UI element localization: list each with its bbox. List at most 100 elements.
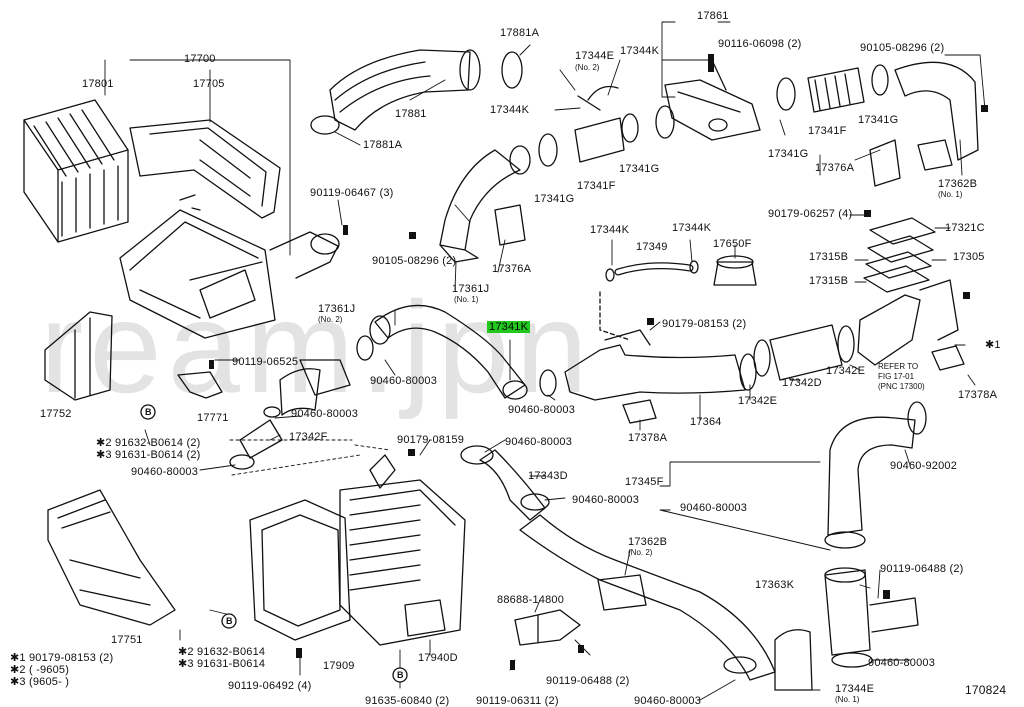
- label-17752: 17752: [40, 408, 72, 420]
- label-90179-08153: 90179-08153 (2): [662, 318, 747, 330]
- label-17344k-a: 17344K: [590, 224, 630, 236]
- elbow-17345f: [824, 401, 927, 668]
- label-90119-06467: 90119-06467 (3): [310, 187, 394, 199]
- label-90460-f: 90460-80003: [572, 494, 640, 506]
- label-17341k[interactable]: 17341K: [487, 321, 531, 333]
- hose-17342d: [753, 279, 959, 381]
- diagram-id: 170824: [965, 683, 1007, 697]
- label-17378a: 17378A: [628, 432, 668, 444]
- label-17344k-mid: 17344K: [490, 104, 530, 116]
- label-17344k-b: 17344K: [672, 222, 712, 234]
- label-90460-g: 90460-80003: [680, 502, 748, 514]
- bracket-17771-shape: [177, 371, 223, 399]
- label-91635: 91635-60840 (2): [365, 695, 450, 707]
- label-17344e-bottom: 17344E: [835, 683, 875, 695]
- label-17315b-a: 17315B: [809, 251, 849, 263]
- note-star2: ✱2 ( -9605): [10, 664, 70, 676]
- watermark: ream.jpn: [40, 274, 594, 420]
- duct-17751: [47, 489, 176, 626]
- label-17378a-right: 17378A: [958, 389, 998, 401]
- air-filter-element: [23, 99, 129, 243]
- label-17305: 17305: [953, 251, 985, 263]
- label-17363k: 17363K: [755, 579, 795, 591]
- b-markers: [140, 404, 408, 683]
- hose-17349: [605, 255, 757, 286]
- label-refer-3: (PNC 17300): [878, 382, 925, 391]
- pipe-17362b-no2: [460, 445, 776, 681]
- label-17700: 17700: [184, 53, 216, 65]
- note-star3: ✱3 (9605- ): [10, 676, 70, 688]
- highlight-17341k[interactable]: 17341K: [487, 321, 531, 333]
- label-17861: 17861: [697, 10, 729, 22]
- label-17362b-sub: (No. 1): [938, 190, 963, 199]
- leader-lines: [104, 21, 986, 701]
- label-90105-mid: 90105-08296 (2): [372, 255, 457, 267]
- hose-17342f: [229, 359, 351, 470]
- label-17315b-b: 17315B: [809, 275, 849, 287]
- label-17344e-top: 17344E: [575, 50, 615, 62]
- label-17341g-c: 17341G: [768, 148, 809, 160]
- label-90119-06488: 90119-06488 (2): [546, 675, 630, 687]
- label-17341g-d: 17341G: [858, 114, 899, 126]
- label-17342e-right: 17342E: [826, 365, 866, 377]
- label-90119-06492: 90119-06492 (4): [228, 680, 312, 692]
- label-17881a: 17881A: [363, 139, 403, 151]
- b-marker-3: B: [397, 670, 404, 680]
- label-90119-06488-right: 90119-06488 (2): [880, 563, 964, 575]
- label-90116: 90116-06098 (2): [718, 38, 802, 50]
- label-17364: 17364: [690, 416, 722, 428]
- label-91632-b: ✱2 91632-B0614: [178, 646, 266, 658]
- pipe-17364: [564, 329, 757, 424]
- label-90460-h: 90460-80003: [868, 657, 936, 669]
- hose-17881: [310, 49, 523, 135]
- bracket-88688: [514, 609, 581, 646]
- pipe-17361j-no1: [439, 145, 531, 263]
- label-17705: 17705: [193, 78, 225, 90]
- pipe-17341k: [356, 304, 557, 400]
- duct-17752-shape: [44, 311, 113, 401]
- label-refer-1: REFER TO: [878, 362, 919, 371]
- label-17771: 17771: [197, 412, 229, 424]
- label-91632-a: ✱2 91632-B0614 (2): [96, 437, 201, 449]
- air-cleaner-cover: [129, 119, 281, 219]
- label-17362b: 17362B: [938, 178, 978, 190]
- intercooler: [249, 454, 466, 646]
- b-marker-1: B: [145, 407, 152, 417]
- label-17650f: 17650F: [713, 238, 752, 250]
- label-90460-d: 90460-80003: [505, 436, 573, 448]
- label-17362b-2-sub: (No. 2): [628, 548, 653, 557]
- label-17344e-top-sub: (No. 2): [575, 63, 600, 72]
- label-91631-a: ✱3 91631-B0614 (2): [96, 449, 201, 461]
- label-17341g-b: 17341G: [619, 163, 660, 175]
- note-star1: ✱1 90179-08153 (2): [10, 652, 114, 664]
- lower-elbow: [774, 629, 813, 691]
- label-17349: 17349: [636, 241, 668, 253]
- label-90119-06525: 90119-06525: [232, 356, 299, 368]
- label-91631-b: ✱3 91631-B0614: [178, 658, 266, 670]
- label-17341f-a: 17341F: [577, 180, 616, 192]
- label-17342f: 17342F: [289, 431, 328, 443]
- label-88688: 88688-14800: [497, 594, 565, 606]
- label-17361j-a: 17361J: [452, 283, 490, 295]
- label-17362b-2: 17362B: [628, 536, 668, 548]
- label-17376a: 17376A: [492, 263, 532, 275]
- label-17361j-b: 17361J: [318, 303, 356, 315]
- label-17376a-right: 17376A: [815, 162, 855, 174]
- label-90460-a: 90460-80003: [370, 375, 438, 387]
- label-17881: 17881: [395, 108, 427, 120]
- label-17881a-top: 17881A: [500, 27, 540, 39]
- label-90460-92002: 90460-92002: [890, 460, 958, 472]
- label-90460-e: 90460-80003: [131, 466, 199, 478]
- fasteners: [209, 54, 988, 670]
- air-cleaner-case: [119, 194, 340, 339]
- label-90179-06257: 90179-06257 (4): [768, 208, 853, 220]
- label-17342e: 17342E: [738, 395, 778, 407]
- label-17801: 17801: [82, 78, 114, 90]
- label-star1: ✱1: [985, 339, 1001, 351]
- gasket-stack: [863, 217, 965, 371]
- label-90460-b: 90460-80003: [508, 404, 576, 416]
- leader-dashed: [599, 291, 631, 341]
- label-17940d: 17940D: [418, 652, 458, 664]
